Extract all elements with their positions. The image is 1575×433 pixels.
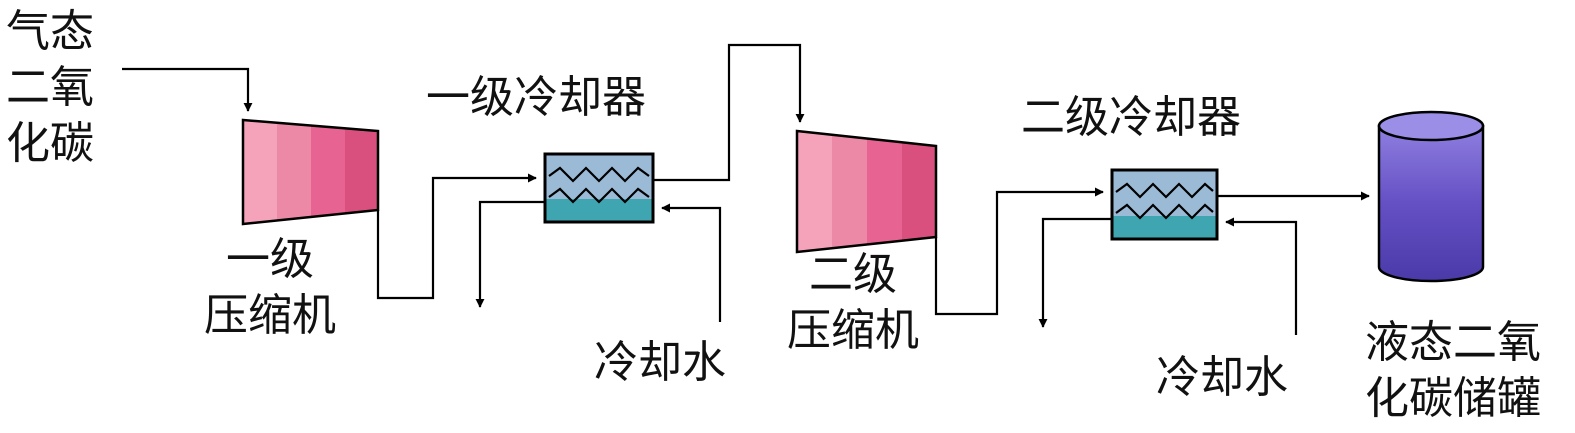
storage-tank-icon: [1377, 110, 1485, 283]
cooling-water-2-label: 冷却水: [1156, 352, 1288, 403]
compressor-1-icon: [241, 118, 380, 226]
storage-tank-label: 液态二氧 化碳储罐: [1365, 317, 1541, 424]
cooler-2-label: 二级冷却器: [1021, 92, 1241, 143]
input-gas-label: 气态 二氧 化碳: [6, 6, 94, 169]
cooler-1-icon: [543, 152, 655, 224]
cooler-1-label: 一级冷却器: [426, 72, 646, 123]
compressor-2-icon: [795, 129, 938, 254]
flow-lines: [122, 43, 1370, 335]
cooler-2-icon: [1110, 168, 1219, 241]
compressor-2-label: 二级 压缩机: [787, 249, 919, 356]
compressor-1-label: 一级 压缩机: [204, 234, 336, 341]
cooling-water-1-label: 冷却水: [594, 337, 726, 388]
